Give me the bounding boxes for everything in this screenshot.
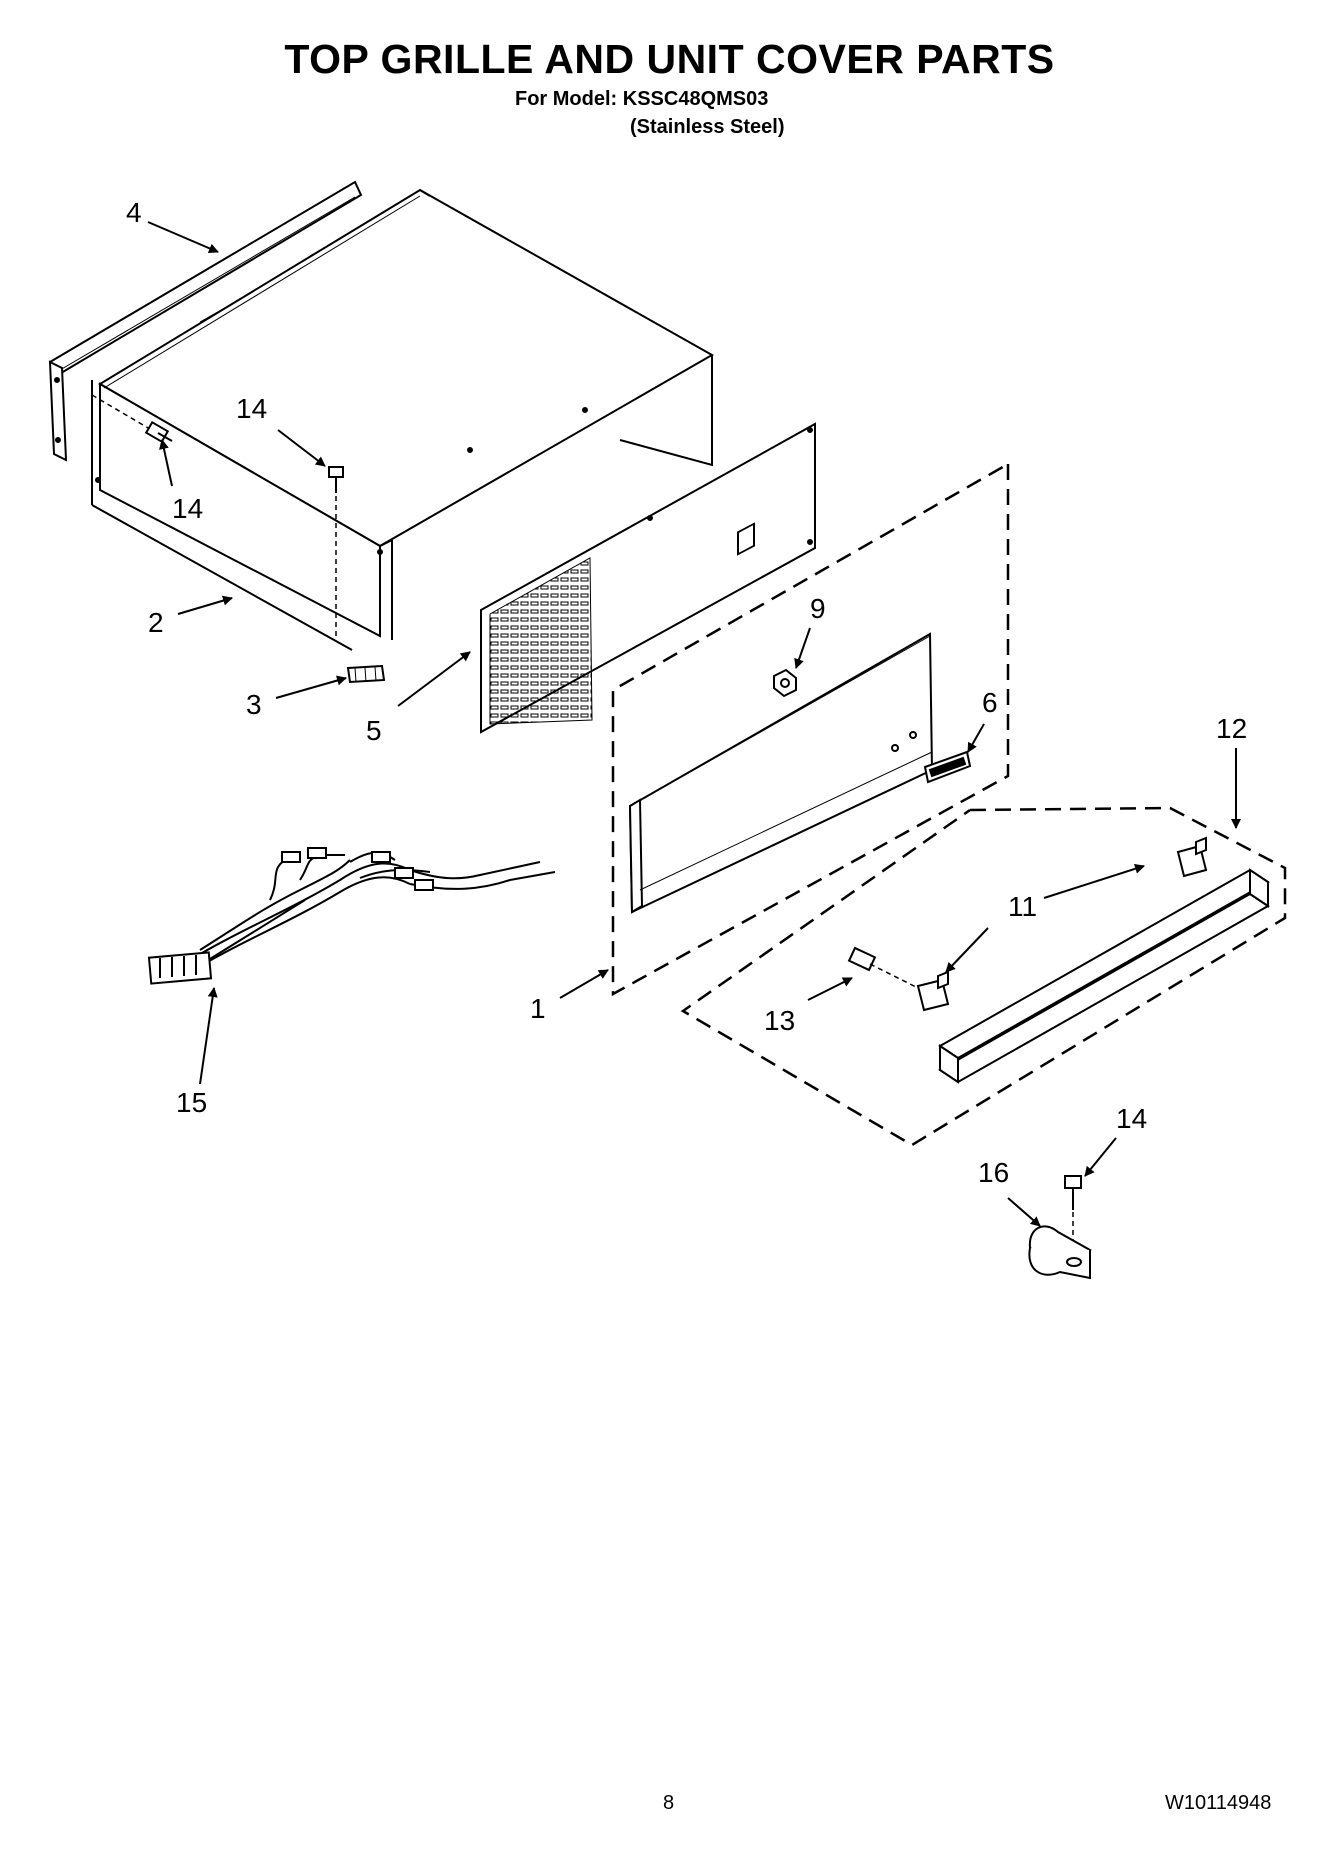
arrow-2 <box>177 595 233 615</box>
arrow-16 <box>1007 1197 1041 1227</box>
arrow-3 <box>275 675 347 699</box>
part-15-wiring-harness <box>147 847 556 985</box>
arrow-1 <box>559 969 609 999</box>
callout-arrows <box>147 221 1241 1227</box>
callout-14c: 14 <box>1116 1103 1147 1134</box>
callout-13: 13 <box>764 1005 795 1036</box>
arrow-11b <box>945 927 989 973</box>
callout-3: 3 <box>246 689 262 720</box>
group-1-boundary <box>611 462 1010 997</box>
callout-9: 9 <box>810 593 826 624</box>
part-2-unit-cover <box>91 188 715 651</box>
page-number: 8 <box>663 1792 675 1814</box>
part-12-trim-rail <box>938 868 1270 1084</box>
part-4-rear-rail <box>48 180 363 462</box>
callout-14a: 14 <box>172 493 203 524</box>
callout-14b: 14 <box>236 393 267 424</box>
callout-1: 1 <box>530 993 546 1024</box>
part-14-screw-top <box>328 466 344 640</box>
part-16-clamp <box>1028 1225 1092 1280</box>
part-11-clip-lower <box>916 970 950 1012</box>
callout-2: 2 <box>148 607 164 638</box>
arrow-4 <box>147 221 219 254</box>
part-11-clip-upper <box>1176 836 1208 878</box>
callout-16: 16 <box>978 1157 1009 1188</box>
callout-12: 12 <box>1216 713 1247 744</box>
callout-6: 6 <box>982 687 998 718</box>
group-12-boundary <box>680 806 1287 1147</box>
part-6-badge <box>923 750 972 784</box>
arrow-9 <box>794 627 811 669</box>
part-14-screw-left <box>91 394 173 444</box>
document-number: W10114948 <box>1165 1792 1272 1814</box>
callout-4: 4 <box>126 197 142 228</box>
arrow-13 <box>807 977 853 1001</box>
arrow-5 <box>397 651 471 707</box>
callout-5: 5 <box>366 715 382 746</box>
finish-label: (Stainless Steel) <box>630 116 785 138</box>
part-5-grille-panel <box>480 422 816 734</box>
arrow-6 <box>967 723 985 753</box>
part-9-nut <box>773 668 797 698</box>
page-title: TOP GRILLE AND UNIT COVER PARTS <box>284 36 1055 82</box>
arrow-14a <box>159 439 173 487</box>
callout-11: 11 <box>1008 891 1037 922</box>
arrow-15 <box>199 987 218 1085</box>
arrow-14c <box>1084 1137 1117 1177</box>
callout-15: 15 <box>176 1087 207 1118</box>
part-3-clip <box>346 664 386 684</box>
part-13-screw <box>847 946 919 989</box>
arrow-14b <box>277 429 326 467</box>
arrow-11a <box>1043 863 1145 899</box>
model-number: For Model: KSSC48QMS03 <box>515 88 769 110</box>
